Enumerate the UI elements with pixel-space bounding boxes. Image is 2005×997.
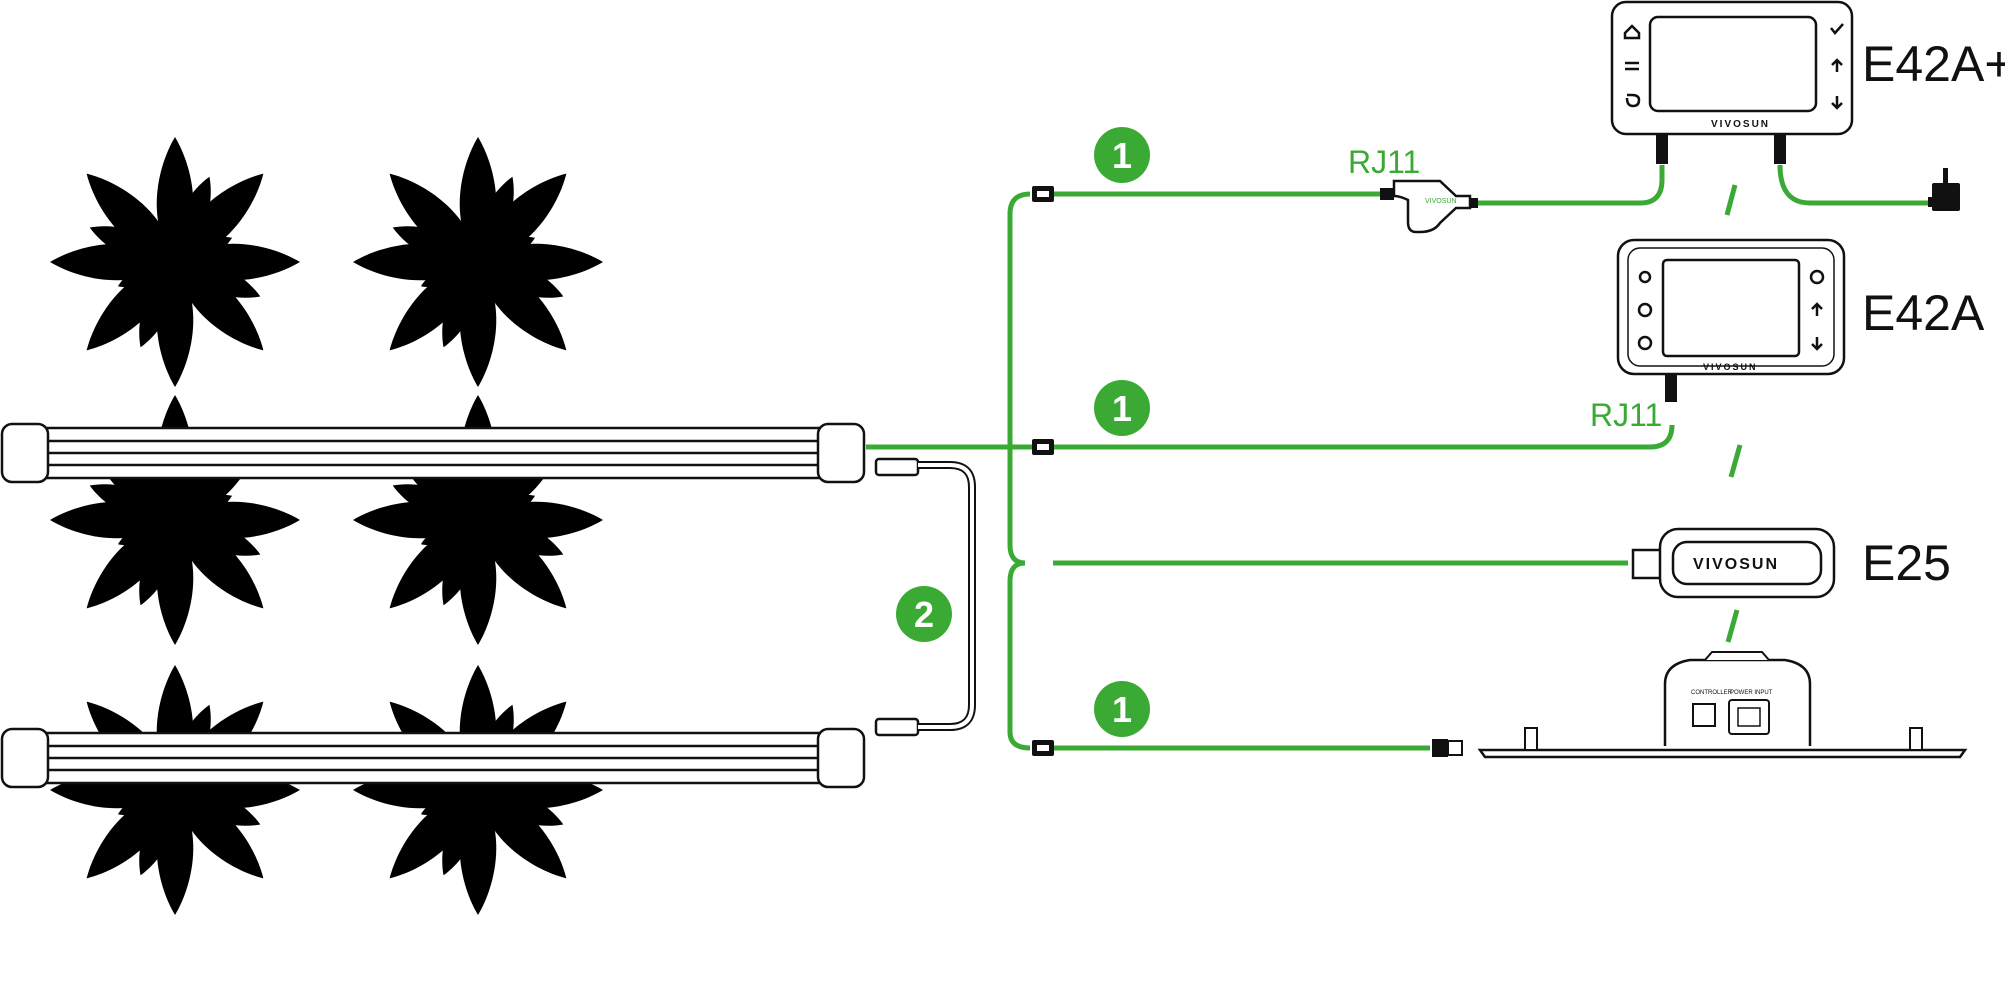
port-power-label: POWER INPUT xyxy=(1730,690,1773,696)
light-bar-top xyxy=(0,422,866,484)
plant-icon xyxy=(353,665,603,915)
step-badge-middle: 1 xyxy=(1094,380,1150,436)
check-icon xyxy=(1830,23,1844,35)
svg-text:VIVOSUN: VIVOSUN xyxy=(1425,198,1457,205)
fan-icon xyxy=(1637,302,1653,318)
plant-icon xyxy=(353,137,603,387)
link-cable xyxy=(874,457,976,737)
step-badge-bottom: 1 xyxy=(1094,681,1150,737)
plant-illustrations xyxy=(50,137,603,915)
control-wiring xyxy=(866,164,1930,751)
step-badge-top: 1 xyxy=(1094,127,1150,183)
svg-text:1: 1 xyxy=(1112,135,1132,176)
controller-plug xyxy=(1032,740,1054,756)
step-badge-link: 2 xyxy=(896,586,952,642)
light-bar-bottom xyxy=(0,727,866,789)
controller-plug xyxy=(1032,186,1054,202)
svg-text:2: 2 xyxy=(914,594,934,635)
model-label-e42a-plus: E42A+ xyxy=(1862,36,2005,92)
grow-light-fixture: CONTROLLER POWER INPUT xyxy=(1432,651,1968,759)
rj11-label-middle: RJ11 xyxy=(1590,397,1662,433)
home-icon xyxy=(1623,24,1641,40)
e42a-brand: VIVOSUN xyxy=(1703,362,1758,372)
controller-e25: VIVOSUN xyxy=(1631,527,1836,599)
controller-plug xyxy=(1032,439,1054,455)
plant-icon xyxy=(50,665,300,915)
svg-text:1: 1 xyxy=(1112,689,1132,730)
controller-e42a: VIVOSUN xyxy=(1616,238,1846,402)
rj11-label-top: RJ11 xyxy=(1348,144,1420,180)
port-controller-label: CONTROLLER xyxy=(1691,690,1733,696)
arrow-up-icon xyxy=(1811,302,1823,316)
heater-icon xyxy=(1637,335,1653,351)
rj11-splitter: VIVOSUN xyxy=(1380,179,1478,234)
svg-text:1: 1 xyxy=(1112,388,1132,429)
settings-sliders-icon xyxy=(1625,61,1639,71)
sun-icon xyxy=(1638,270,1652,284)
arrow-down-icon xyxy=(1831,96,1843,110)
e25-brand: VIVOSUN xyxy=(1693,556,1779,573)
model-label-e42a: E42A xyxy=(1862,285,1985,341)
arrow-up-icon xyxy=(1831,58,1843,72)
power-adapter-icon xyxy=(1928,168,1960,211)
model-label-e25: E25 xyxy=(1862,535,1951,591)
back-icon xyxy=(1625,93,1641,108)
e42a-plus-brand: VIVOSUN xyxy=(1711,119,1770,130)
arrow-down-icon xyxy=(1811,337,1823,351)
controller-e42a-plus: VIVOSUN xyxy=(1610,0,1854,164)
alternative-separators xyxy=(1724,184,1743,643)
plant-icon xyxy=(50,137,300,387)
check-circle-icon xyxy=(1809,269,1825,285)
